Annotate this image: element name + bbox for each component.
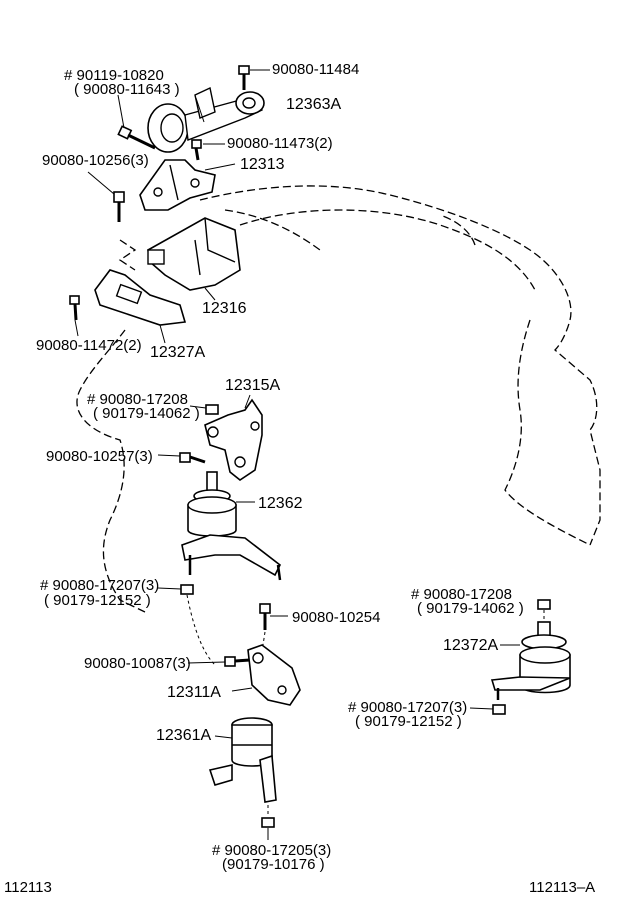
part-12327a-bracket	[94, 269, 187, 344]
label-90179-12152-right: ( 90179-12152 )	[355, 713, 462, 730]
labels: # 90119-10820 ( 90080-11643 ) 90080-1148…	[36, 61, 524, 873]
part-12316-engine-bracket	[147, 217, 241, 301]
part-12313-bracket	[139, 159, 236, 211]
label-90080-11484: 90080-11484	[272, 61, 359, 78]
nut-90080-17208-right	[537, 599, 551, 622]
label-90080-11473: 90080-11473(2)	[227, 135, 333, 152]
label-90080-10087: 90080-10087(3)	[84, 655, 191, 672]
footer-code-left: 112113	[4, 879, 52, 896]
label-90080-17208: # 90080-17208	[87, 391, 188, 408]
label-12313: 12313	[240, 156, 285, 173]
footer-code-right: 112113–A	[529, 879, 595, 896]
bolt-90080-10087	[187, 656, 251, 667]
label-12315a: 12315A	[225, 377, 280, 394]
part-12363a-torque-rod	[147, 86, 265, 153]
label-12327a: 12327A	[150, 344, 205, 361]
label-90080-17207-left: # 90080-17207(3)	[40, 577, 159, 594]
label-90179-14062: ( 90179-14062 )	[93, 405, 200, 422]
label-90080-17208-right: # 90080-17208	[411, 586, 512, 603]
bolt-90080-11472	[69, 295, 80, 337]
engine-outline	[76, 185, 601, 613]
label-90119-10820: # 90119-10820	[64, 67, 164, 84]
label-90080-17207-right: # 90080-17207(3)	[348, 699, 467, 716]
nut-90080-17207-right	[469, 704, 506, 715]
part-12372a-mount-insulator	[490, 621, 571, 700]
label-12372a: 12372A	[443, 637, 498, 654]
label-12316: 12316	[202, 300, 247, 317]
bolt-90080-10257	[157, 452, 206, 464]
label-12361a: 12361A	[156, 727, 211, 744]
label-90179-12152-left: ( 90179-12152 )	[44, 592, 151, 609]
label-90080-11643: ( 90080-11643 )	[74, 81, 180, 98]
label-90080-10257: 90080-10257(3)	[46, 448, 153, 465]
label-90080-10254: 90080-10254	[292, 609, 380, 626]
part-12311a-bracket	[231, 644, 301, 706]
bolt-90080-11484	[238, 65, 270, 90]
part-12315a-bracket	[204, 394, 263, 481]
label-90080-17205: # 90080-17205(3)	[212, 842, 331, 859]
nut-90080-17205	[261, 805, 275, 840]
label-12363a: 12363A	[286, 96, 341, 113]
nut-90080-17207-left	[157, 584, 216, 666]
label-12311a: 12311A	[167, 684, 221, 701]
label-90179-14062-right: ( 90179-14062 )	[417, 600, 524, 617]
bolt-90080-11473	[191, 139, 225, 161]
part-12362-mount-insulator	[181, 471, 282, 581]
label-12362: 12362	[258, 495, 303, 512]
part-12361a-mount-insulator	[208, 717, 277, 803]
bolt-90080-10256	[87, 171, 125, 222]
label-90080-11472: 90080-11472(2)	[36, 337, 142, 354]
label-90080-10256: 90080-10256(3)	[42, 152, 149, 169]
nut-90080-17208	[189, 404, 219, 415]
bolt-90080-10254	[259, 603, 288, 646]
label-90179-10176: (90179-10176 )	[222, 856, 325, 873]
bolt-90119-10820	[117, 94, 156, 150]
